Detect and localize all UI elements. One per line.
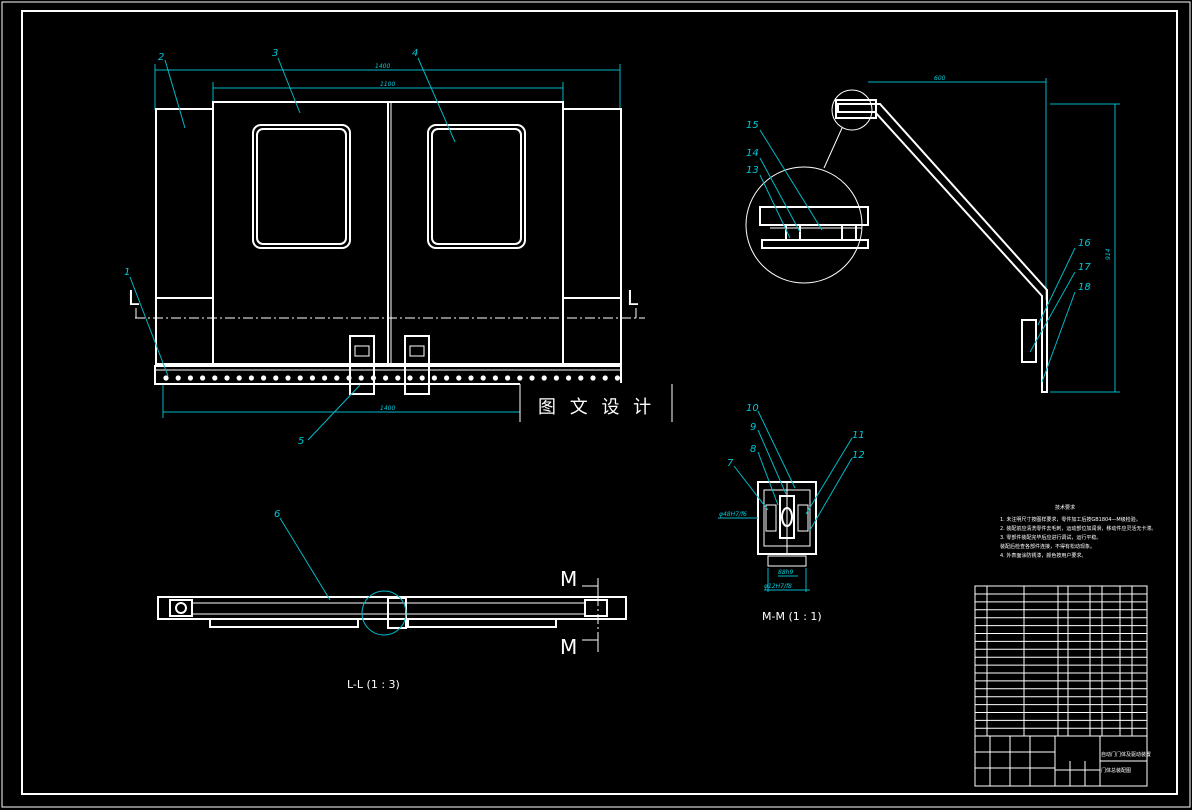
track-hole bbox=[285, 375, 291, 381]
section-m-marker-top: M bbox=[560, 567, 577, 591]
part-label-2: 2 bbox=[158, 52, 164, 63]
dim-side-top: 600 bbox=[934, 75, 946, 82]
notes-line-5: 4. 外表面涂防锈漆，颜色按用户要求。 bbox=[1000, 552, 1086, 559]
track-hole bbox=[529, 375, 535, 381]
track-hole bbox=[456, 375, 462, 381]
part-label-4: 4 bbox=[412, 48, 418, 59]
track-hole bbox=[261, 375, 267, 381]
track-hole bbox=[590, 375, 596, 381]
track-hole bbox=[553, 375, 560, 381]
track-hole bbox=[614, 375, 621, 381]
track-hole bbox=[431, 375, 437, 381]
part-label-16: 16 bbox=[1078, 238, 1091, 249]
inner-frame bbox=[21, 10, 1178, 795]
part-label-14: 14 bbox=[746, 148, 759, 159]
part-label-18: 18 bbox=[1078, 282, 1091, 293]
track-hole bbox=[309, 375, 315, 381]
dim-top-total: 1400 bbox=[375, 63, 390, 70]
part-label-10: 10 bbox=[746, 403, 759, 414]
dim-side-height: 914 bbox=[1105, 248, 1112, 260]
notes-line-1: 1. 未注明尺寸按图样要求，零件加工后按GB1804—M级检验。 bbox=[1000, 516, 1141, 523]
track-hole bbox=[200, 375, 206, 381]
section-l-marker-right: L bbox=[627, 286, 639, 310]
track-hole bbox=[517, 375, 523, 381]
track-hole bbox=[334, 375, 340, 381]
track-hole bbox=[358, 375, 364, 381]
notes-line-3: 3. 零部件装配完毕后应进行调试，运行平稳。 bbox=[1000, 534, 1101, 541]
notes-line-2: 2. 装配前应清洗零件去毛刺，运动部位加润滑，移动件应灵活无卡滞。 bbox=[1000, 525, 1156, 532]
title-designation-line-1: 自动门门体及驱动装置 bbox=[1101, 751, 1151, 758]
watermark: 图 文 设 计 bbox=[519, 383, 673, 423]
track-hole bbox=[248, 375, 254, 381]
part-label-8: 8 bbox=[750, 444, 756, 455]
track-hole bbox=[383, 375, 389, 381]
part-label-1: 1 bbox=[124, 267, 130, 278]
side-view: 600 914 15 14 13 16 17 18 bbox=[745, 75, 1120, 393]
front-view: 1400 1100 1400 L L bbox=[128, 63, 645, 418]
track-hole bbox=[175, 375, 181, 381]
front-leaders: 2 3 4 1 5 bbox=[124, 48, 456, 447]
track-hole bbox=[444, 375, 450, 381]
part-label-6: 6 bbox=[274, 509, 280, 520]
part-label-3: 3 bbox=[272, 48, 278, 59]
track-hole bbox=[395, 375, 401, 381]
part-label-5: 5 bbox=[298, 436, 304, 447]
dim-mm-bottom-inner: 88h9 bbox=[778, 569, 793, 576]
section-l-marker-left: L bbox=[128, 286, 140, 310]
track-hole bbox=[468, 375, 474, 381]
track-hole bbox=[346, 375, 352, 381]
track-hole bbox=[163, 375, 169, 381]
track-hole bbox=[236, 375, 242, 381]
track-hole bbox=[480, 375, 486, 381]
track-hole bbox=[602, 375, 608, 381]
notes-heading: 技术要求 bbox=[1055, 504, 1075, 511]
part-label-11: 11 bbox=[852, 430, 865, 441]
track-hole bbox=[187, 375, 193, 381]
dim-mm-bottom: φ12H7/f8 bbox=[764, 583, 792, 590]
part-label-13: 13 bbox=[746, 165, 759, 176]
track-hole bbox=[273, 375, 279, 381]
section-m-marker-bottom: M bbox=[560, 635, 577, 659]
dim-bottom: 1400 bbox=[380, 405, 395, 412]
part-label-15: 15 bbox=[746, 120, 759, 131]
track-hole bbox=[212, 375, 218, 381]
part-label-12: 12 bbox=[852, 450, 865, 461]
part-label-17: 17 bbox=[1078, 262, 1091, 273]
caption-l-l: L-L (1 : 3) bbox=[347, 678, 400, 691]
track-hole bbox=[566, 375, 572, 381]
parts-list-table: 自动门门体及驱动装置 门体总装配图 bbox=[974, 585, 1151, 787]
track-hole bbox=[419, 375, 425, 381]
track-hole bbox=[541, 375, 547, 381]
section-l-l-view: 6 M M L-L (1 : 3) bbox=[157, 509, 627, 691]
watermark-text: 图 文 设 计 bbox=[538, 397, 655, 418]
track-hole bbox=[224, 375, 230, 381]
title-designation-line-2: 门体总装配图 bbox=[1101, 767, 1131, 774]
part-label-7: 7 bbox=[727, 458, 734, 469]
track-hole bbox=[297, 375, 303, 381]
track-hole bbox=[407, 375, 413, 381]
track-hole bbox=[578, 375, 584, 381]
technical-notes: 技术要求 1. 未注明尺寸按图样要求，零件加工后按GB1804—M级检验。 2.… bbox=[1000, 504, 1156, 559]
section-m-m-view: 88h9 φ12H7/f8 φ48H7/f6 10 9 8 7 11 12 M-… bbox=[718, 403, 865, 623]
dim-mm-left: φ48H7/f6 bbox=[719, 511, 747, 518]
track-hole bbox=[370, 375, 376, 381]
caption-m-m: M-M (1 : 1) bbox=[762, 610, 822, 623]
dim-top-inner: 1100 bbox=[380, 81, 395, 88]
part-label-9: 9 bbox=[750, 422, 756, 433]
track-hole bbox=[322, 375, 328, 381]
track-hole bbox=[492, 375, 498, 381]
notes-line-4: 装配后检查各部件连接，不得有松动现象。 bbox=[1000, 543, 1095, 550]
track-hole bbox=[505, 375, 511, 381]
